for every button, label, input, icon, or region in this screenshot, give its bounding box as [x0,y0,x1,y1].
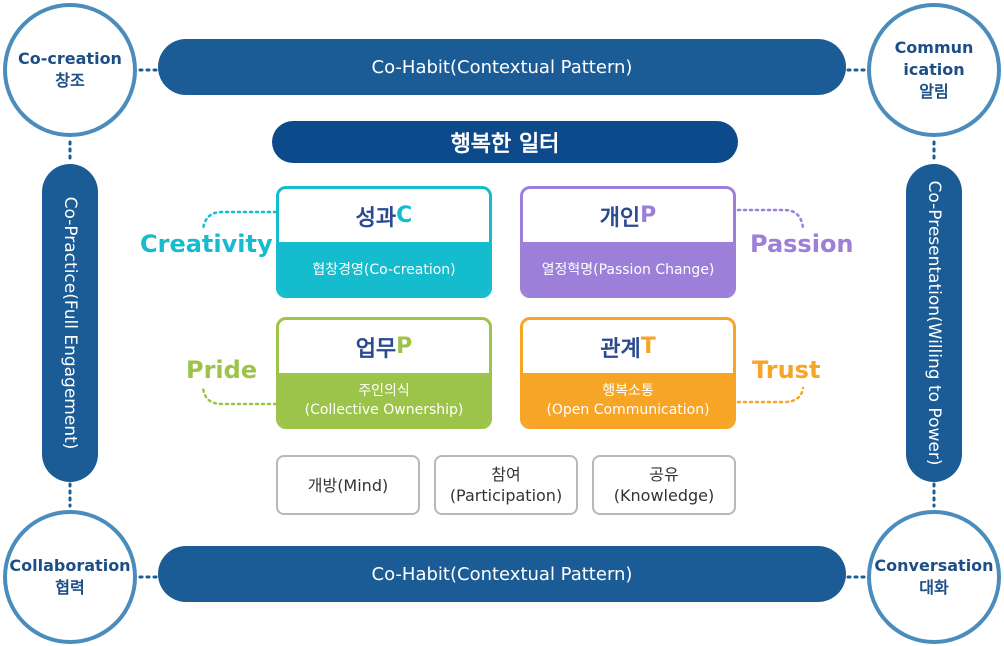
happy-workplace-title: 행복한 일터 [272,121,738,163]
card-foot: 행복소통 (Open Communication) [523,373,733,426]
passion-connector [736,208,805,230]
corner-label-en: Conversation [874,556,994,575]
corner-label-ko: 창조 [55,71,85,90]
bar-label: Co-Habit(Contextual Pattern) [371,56,633,78]
card-desc: 열정혁명(Passion Change) [541,261,715,278]
card-foot: 주인의식 (Collective Ownership) [279,373,489,426]
top-co-habit-bar: Co-Habit(Contextual Pattern) [158,39,846,95]
pill-label: 공유 [649,465,679,484]
card-letter: T [640,334,656,359]
card-foot: 열정혁명(Passion Change) [523,242,733,295]
card-title: 업무 [355,336,397,362]
bottom-co-habit-bar: Co-Habit(Contextual Pattern) [158,546,846,602]
card-desc-2: (Collective Ownership) [304,402,464,418]
right-co-presentation-bar: Co-Presentation(Willing to Power) [906,164,962,482]
corner-circle-communication: Commun ication 알림 [867,3,1001,137]
card-desc: 협창경영(Co-creation) [312,261,456,278]
pill-knowledge: 공유 (Knowledge) [592,455,736,515]
label-trust: Trust [752,356,821,384]
pill-openness: 개방(Mind) [276,455,420,515]
corner-label-en: Commun [894,38,974,57]
card-desc: 주인의식 [358,383,410,399]
creativity-connector [201,210,278,232]
bar-label: Co-Practice(Full Engagement) [60,196,80,450]
corner-label-ko: 협력 [55,578,85,597]
card-desc: 행복소통 [602,383,654,399]
trust-connector [736,386,805,404]
card-title: 관계 [600,336,641,362]
bar-label: Co-Presentation(Willing to Power) [924,180,944,466]
card-letter: P [640,203,657,228]
left-co-practice-bar: Co-Practice(Full Engagement) [42,164,98,482]
card-title: 성과 [355,205,397,231]
card-letter: C [396,203,413,228]
card-title: 개인 [599,205,641,231]
card-head: 관계 T [523,320,733,373]
corner-label-ko: 대화 [919,578,949,597]
corner-label-ko: 알림 [919,82,949,101]
pride-connector [201,386,278,406]
title-text: 행복한 일터 [450,132,560,157]
corner-circle-collaboration: Collaboration 협력 [3,510,137,644]
card-performance-c: 성과 C 협창경영(Co-creation) [276,186,492,298]
corner-label-en-2: ication [903,60,965,79]
pill-label: 개방(Mind) [307,475,389,495]
card-foot: 협창경영(Co-creation) [279,242,489,295]
corner-circle-co-creation: Co-creation 창조 [3,3,137,137]
pill-label: 참여 [491,465,521,484]
pill-label-2: (Knowledge) [613,486,715,505]
corner-circle-conversation: Conversation 대화 [867,510,1001,644]
card-relationship-t: 관계 T 행복소통 (Open Communication) [520,317,736,429]
bar-label: Co-Habit(Contextual Pattern) [371,563,633,585]
card-letter: P [396,334,413,359]
label-creativity: Creativity [140,230,273,258]
corner-label-en: Collaboration [9,556,131,575]
card-head: 성과 C [279,189,489,242]
corner-label-en: Co-creation [18,49,122,68]
label-passion: Passion [750,230,854,258]
pill-label-2: (Participation) [449,486,563,505]
pill-participation: 참여 (Participation) [434,455,578,515]
card-desc-2: (Open Communication) [546,402,710,418]
label-pride: Pride [186,356,258,384]
